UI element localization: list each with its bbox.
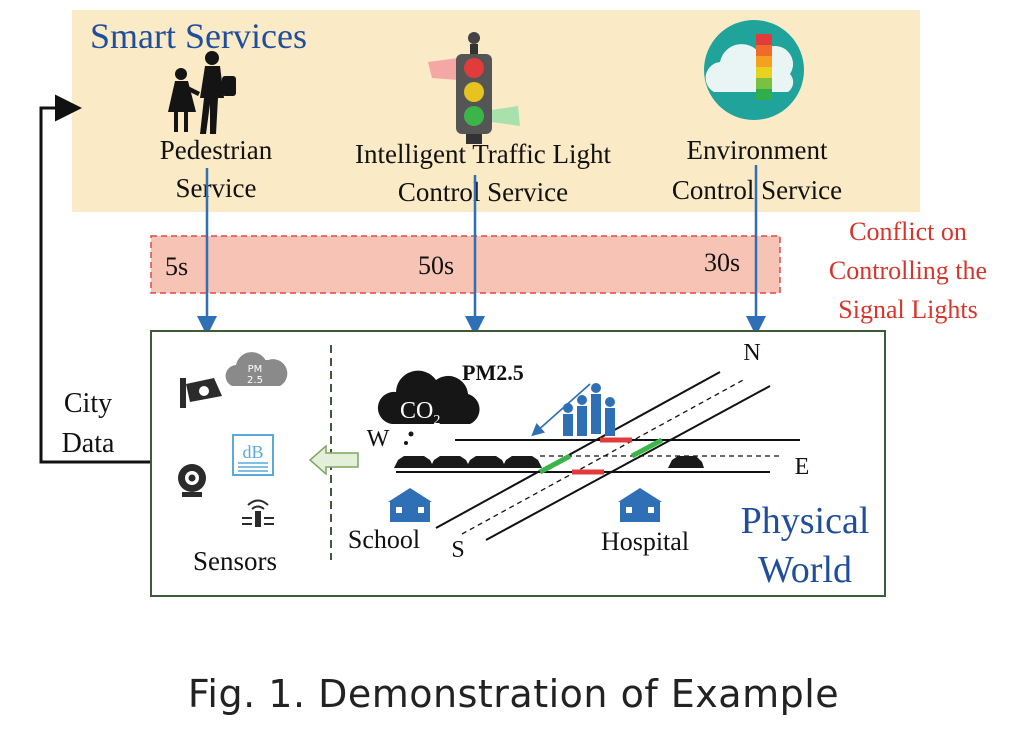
pedestrian-service-label-2: Service	[176, 173, 257, 203]
hospital-icon	[618, 488, 662, 522]
co2-label: CO2	[400, 398, 440, 428]
pedestrian-direction-arrow	[531, 383, 591, 437]
traffic-service-label-1: Intelligent Traffic Light	[355, 139, 611, 169]
physical-world-title-1: Physical	[741, 500, 870, 542]
city-data-label-1: City	[64, 388, 112, 419]
environment-cloud-icon	[704, 20, 804, 120]
hospital-label: Hospital	[601, 527, 689, 556]
traffic-light-icon	[428, 32, 520, 144]
direction-north: N	[743, 340, 760, 366]
pm-badge-line1: PM	[248, 364, 263, 375]
wireless-sensor-icon	[242, 499, 274, 527]
webcam-icon	[178, 464, 206, 497]
environment-service-label-1: Environment	[687, 135, 828, 165]
conflict-time-pedestrian: 5s	[165, 252, 188, 281]
conflict-label-1: Conflict on	[849, 217, 967, 246]
conflict-label-3: Signal Lights	[838, 295, 977, 324]
pedestrian-group-icon	[563, 383, 615, 436]
school-icon	[388, 488, 432, 522]
traffic-service-label-2: Control Service	[398, 177, 568, 207]
conflict-time-environment: 30s	[704, 248, 740, 277]
signal-green-east	[630, 437, 664, 459]
pm-badge-line2: 2.5	[247, 375, 263, 386]
data-to-sensors-arrow	[308, 444, 359, 476]
pm-cloud-icon	[225, 352, 288, 386]
pm25-label: PM2.5	[462, 360, 524, 385]
sensors-label: Sensors	[193, 546, 277, 576]
db-badge: dB	[242, 442, 263, 462]
pedestrian-icon	[168, 51, 236, 134]
school-label: School	[348, 525, 420, 554]
direction-east: E	[795, 454, 810, 480]
figure-caption: Fig. 1. Demonstration of Example	[187, 672, 840, 716]
direction-west: W	[367, 426, 390, 452]
conflict-band	[150, 235, 781, 294]
pedestrian-service-label-1: Pedestrian	[160, 135, 273, 165]
smart-services-title: Smart Services	[90, 16, 307, 56]
camera-icon	[180, 378, 222, 408]
co2-cloud-icon	[377, 370, 480, 445]
city-data-label-2: Data	[62, 428, 115, 459]
sound-meter-icon	[232, 434, 274, 476]
road-center-lines	[461, 378, 780, 535]
conflict-time-traffic: 50s	[418, 251, 454, 280]
physical-world-title-2: World	[758, 549, 852, 591]
car-queue	[394, 456, 704, 468]
direction-south: S	[451, 537, 464, 563]
signal-green-west	[538, 453, 572, 475]
conflict-label-2: Controlling the	[829, 256, 987, 285]
city-data-arrow	[39, 94, 151, 464]
